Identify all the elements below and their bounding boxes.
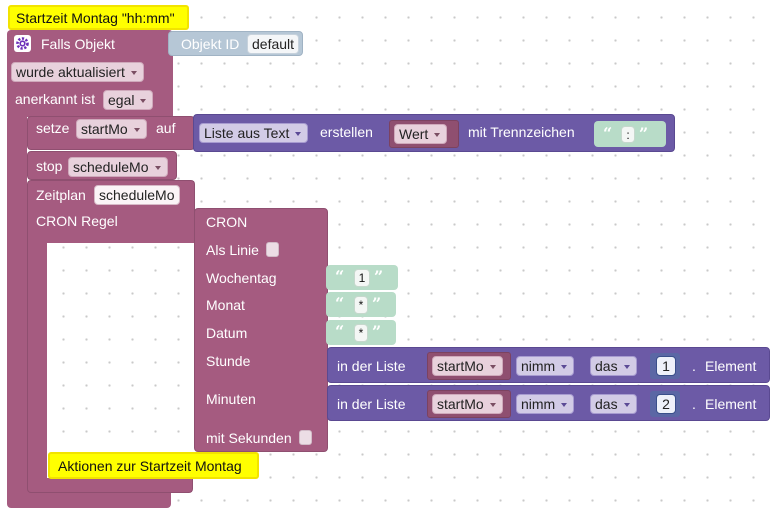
wert-dropdown[interactable]: Wert xyxy=(394,124,448,144)
quote-open-icon: “ xyxy=(603,124,613,143)
minute-index-block[interactable]: 2 xyxy=(650,391,680,417)
quote-open-icon: “ xyxy=(335,322,345,341)
trennzeichen-label: mit Trennzeichen xyxy=(468,124,575,140)
gear-icon[interactable] xyxy=(14,35,31,52)
list-get-minute-block[interactable]: in der Liste startMo nimm das 2 . Elemen… xyxy=(327,385,770,421)
minute-where-dropdown[interactable]: das xyxy=(590,394,637,414)
minute-element-label: Element xyxy=(705,396,757,412)
trigger-block-arm xyxy=(7,117,27,497)
mit-sekunden-checkbox[interactable] xyxy=(299,430,312,445)
monat-value-field[interactable]: * xyxy=(354,296,368,314)
hour-index-field[interactable]: 1 xyxy=(656,356,676,376)
zeitplan-label: Zeitplan xyxy=(36,187,86,203)
quote-close-icon: ” xyxy=(374,267,384,286)
wochentag-value-field[interactable]: 1 xyxy=(354,269,370,287)
als-linie-label: Als Linie xyxy=(206,242,259,258)
hour-where-dropdown[interactable]: das xyxy=(590,356,637,376)
minute-index-field[interactable]: 2 xyxy=(656,394,676,414)
list-op-dropdown[interactable]: Liste aus Text xyxy=(199,123,309,143)
trigger-block-bottom xyxy=(7,488,171,508)
object-id-label: Objekt ID xyxy=(181,36,240,52)
in-der-liste-label: in der Liste xyxy=(337,358,406,374)
datum-label: Datum xyxy=(206,325,248,341)
monat-string-block[interactable]: “ * ” xyxy=(326,292,396,317)
in-der-liste-label: in der Liste xyxy=(337,396,406,412)
quote-open-icon: “ xyxy=(335,267,345,286)
setze-variable-dropdown[interactable]: startMo xyxy=(76,119,147,139)
zeitplan-cron-row: CRON Regel xyxy=(27,213,195,243)
quote-close-icon: ” xyxy=(372,294,382,313)
trigger-label: Falls Objekt xyxy=(41,36,115,52)
hour-variable-block[interactable]: startMo xyxy=(427,352,511,380)
stop-block[interactable]: stop scheduleMo xyxy=(27,151,177,180)
hour-mode-dropdown[interactable]: nimm xyxy=(516,356,575,376)
datum-value-field[interactable]: * xyxy=(354,324,368,342)
wochentag-label: Wochentag xyxy=(206,270,277,286)
quote-open-icon: “ xyxy=(335,294,345,313)
setze-auf-label: auf xyxy=(156,120,176,136)
separator-field[interactable]: : xyxy=(621,126,635,143)
wert-block[interactable]: Wert xyxy=(389,120,459,148)
separator-string-block[interactable]: “ : ” xyxy=(594,121,666,147)
zeitplan-name-field[interactable]: scheduleMo xyxy=(94,185,180,205)
hour-dot-label: . xyxy=(692,358,696,374)
comment-startzeit[interactable]: Startzeit Montag "hh:mm" xyxy=(8,5,189,30)
ack-label: anerkannt ist xyxy=(15,91,96,107)
stunde-label: Stunde xyxy=(206,353,251,369)
zeitplan-bottom xyxy=(27,478,193,493)
object-id-field[interactable]: default xyxy=(247,34,300,54)
ack-dropdown[interactable]: egal xyxy=(103,90,154,110)
comment-startzeit-text: Startzeit Montag "hh:mm" xyxy=(16,10,175,26)
minute-dot-label: . xyxy=(692,396,696,412)
zeitplan-arm xyxy=(27,242,47,482)
cron-title: CRON xyxy=(206,214,248,230)
erstellen-label: erstellen xyxy=(320,124,373,140)
datum-string-block[interactable]: “ * ” xyxy=(326,320,396,345)
quote-close-icon: ” xyxy=(639,124,649,143)
stop-label: stop xyxy=(36,158,63,174)
mit-sekunden-label: mit Sekunden xyxy=(206,430,292,446)
hour-element-label: Element xyxy=(705,358,757,374)
setze-label: setze xyxy=(36,120,70,136)
event-dropdown[interactable]: wurde aktualisiert xyxy=(11,62,144,82)
comment-aktionen[interactable]: Aktionen zur Startzeit Montag xyxy=(48,452,259,479)
wochentag-string-block[interactable]: “ 1 ” xyxy=(326,265,398,290)
cron-block[interactable]: CRON Als Linie Wochentag Monat Datum Stu… xyxy=(194,208,328,452)
hour-index-block[interactable]: 1 xyxy=(650,353,680,379)
stop-schedule-dropdown[interactable]: scheduleMo xyxy=(68,157,168,177)
quote-close-icon: ” xyxy=(372,322,382,341)
comment-aktionen-text: Aktionen zur Startzeit Montag xyxy=(58,458,242,474)
list-from-text-block[interactable]: Liste aus Text erstellen Wert mit Trennz… xyxy=(193,114,675,152)
list-get-hour-block[interactable]: in der Liste startMo nimm das 1 . Elemen… xyxy=(327,347,770,383)
cron-rule-label: CRON Regel xyxy=(36,213,118,229)
zeitplan-block[interactable]: Zeitplan scheduleMo xyxy=(27,180,195,214)
monat-label: Monat xyxy=(206,297,245,313)
object-id-block[interactable]: Objekt ID default xyxy=(168,31,303,56)
minute-mode-dropdown[interactable]: nimm xyxy=(516,394,575,414)
minute-variable-block[interactable]: startMo xyxy=(427,390,511,418)
hour-variable-dropdown[interactable]: startMo xyxy=(432,356,503,376)
setze-block[interactable]: setze startMo auf xyxy=(27,116,195,150)
als-linie-checkbox[interactable] xyxy=(266,242,279,257)
minute-variable-dropdown[interactable]: startMo xyxy=(432,394,503,414)
minuten-label: Minuten xyxy=(206,391,256,407)
